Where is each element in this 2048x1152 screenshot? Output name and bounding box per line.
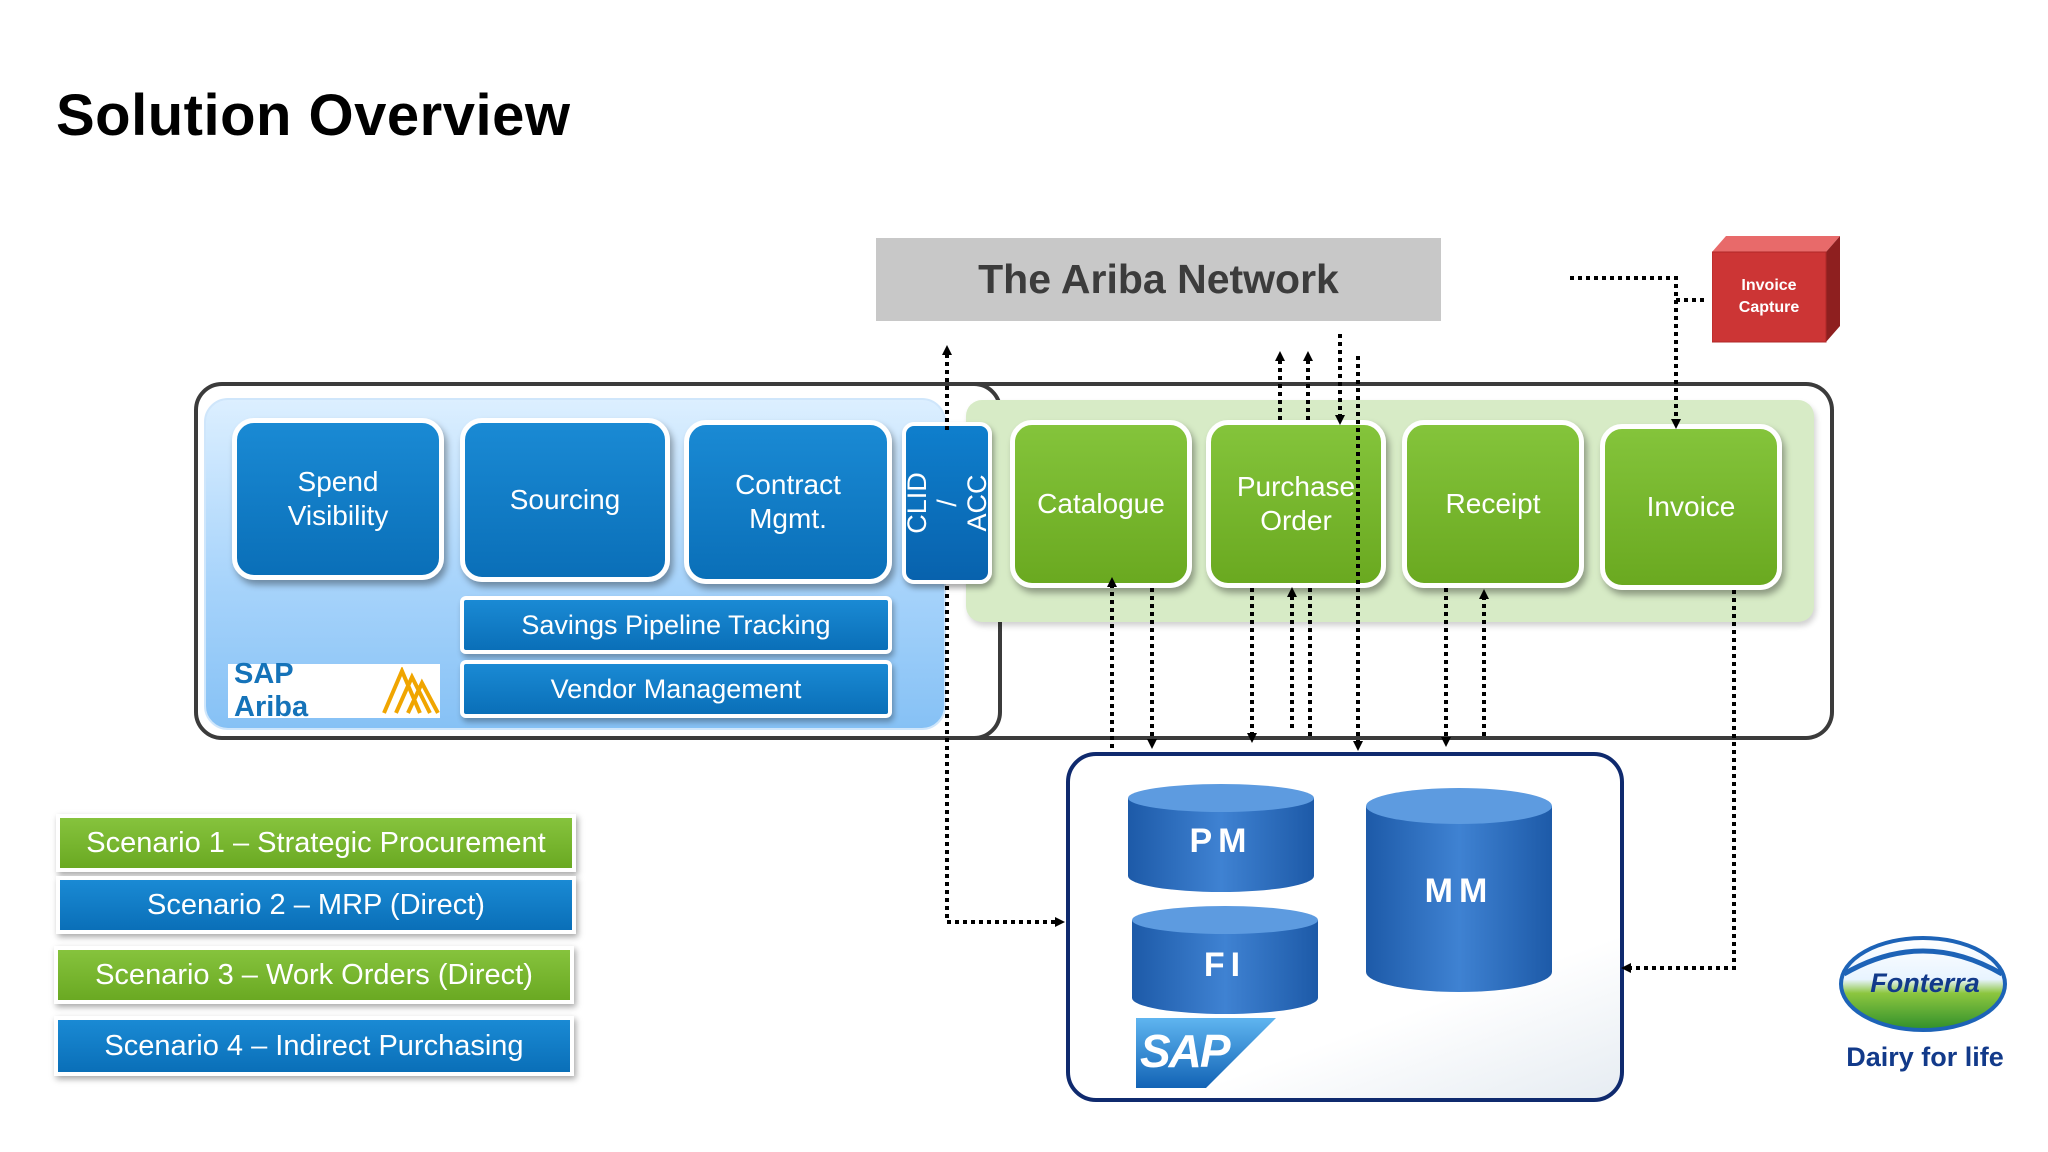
receipt-tile[interactable]: Receipt <box>1402 420 1584 588</box>
scenario-4-legend: Scenario 4 – Indirect Purchasing <box>54 1016 574 1076</box>
network-frame <box>960 382 1834 740</box>
fonterra-brand-text: Fonterra <box>1870 968 1980 998</box>
invoice-capture-box: Invoice Capture <box>1711 230 1848 346</box>
fi-database-icon <box>1132 906 1318 1014</box>
sap-logo-text: SAP <box>1140 1025 1231 1077</box>
spend-visibility-tile[interactable]: Spend Visibility <box>232 418 444 580</box>
invoice-tile[interactable]: Invoice <box>1600 424 1782 590</box>
savings-pipeline-tracking-bar[interactable]: Savings Pipeline Tracking <box>460 596 892 654</box>
mm-database-label: MM <box>1424 871 1494 910</box>
clid-acc-tile[interactable]: CLID / ACC <box>902 422 992 584</box>
ariba-chevron-icon <box>382 667 440 714</box>
pm-database-icon <box>1128 784 1314 892</box>
catalogue-tile[interactable]: Catalogue <box>1010 420 1192 588</box>
scenario-3-legend: Scenario 3 – Work Orders (Direct) <box>54 946 574 1004</box>
sap-ariba-logo-text: SAP Ariba <box>234 658 309 723</box>
invoice-capture-cube-icon <box>1711 236 1840 343</box>
scenario-1-legend: Scenario 1 – Strategic Procurement <box>56 814 576 872</box>
sap-ariba-logo: SAP Ariba <box>228 658 440 723</box>
fonterra-logo: Fonterra Dairy for life <box>1830 934 2020 1084</box>
sap-logo-icon <box>1136 1018 1276 1088</box>
vendor-management-bar[interactable]: Vendor Management <box>460 660 892 718</box>
scenario-2-legend: Scenario 2 – MRP (Direct) <box>56 876 576 934</box>
slide-title: Solution Overview <box>56 83 571 148</box>
invoice-capture-label: Invoice Capture <box>1738 277 1800 316</box>
ariba-network-box: The Ariba Network <box>876 238 1441 321</box>
fonterra-tagline: Dairy for life <box>1846 1042 2004 1072</box>
pm-database-label: PM <box>1189 821 1253 860</box>
ariba-network-label: The Ariba Network <box>978 256 1339 302</box>
fi-database-label: FI <box>1203 945 1247 984</box>
contract-mgmt-tile[interactable]: Contract Mgmt. <box>684 420 892 584</box>
mm-database-icon <box>1366 788 1552 992</box>
fonterra-emblem-icon <box>1839 936 2007 1032</box>
sap-backend-frame: PM FI MM SAP <box>1066 752 1624 1102</box>
sourcing-tile[interactable]: Sourcing <box>460 418 670 582</box>
